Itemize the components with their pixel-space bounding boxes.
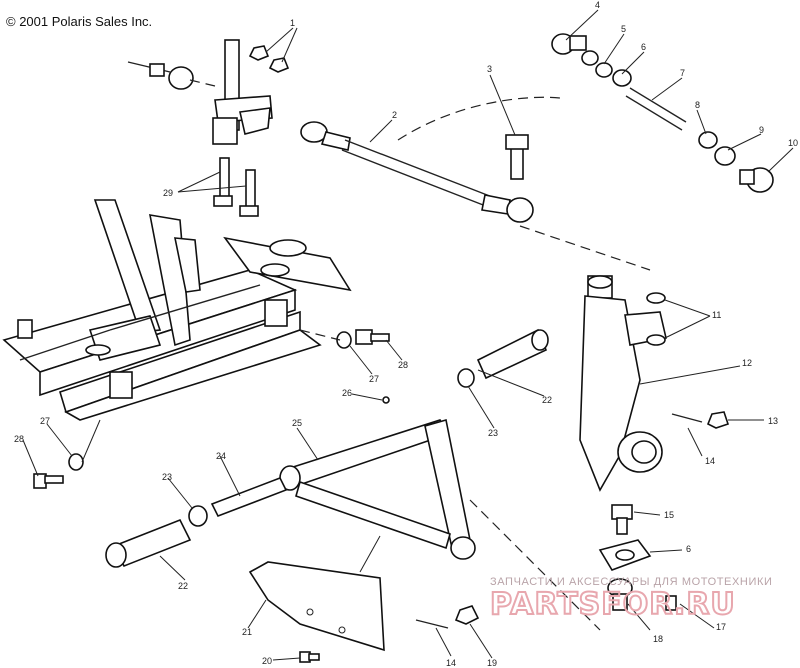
washer — [646, 292, 666, 304]
cotter-pin — [415, 619, 449, 629]
callout-22-lower: 22 — [178, 581, 188, 591]
nut — [268, 57, 290, 73]
vehicle-frame — [2, 199, 352, 421]
callout-19: 19 — [487, 658, 497, 668]
callout-20: 20 — [262, 656, 272, 666]
bolt-3 — [505, 134, 529, 180]
callout-labels: 1 2 3 4 5 6 7 8 9 10 11 12 13 14 15 6 17… — [14, 0, 798, 668]
bolt-28 — [33, 473, 64, 489]
tie-rod — [300, 121, 534, 223]
callout-22-upper: 22 — [542, 395, 552, 405]
callout-27: 27 — [369, 374, 379, 384]
washer-23 — [188, 505, 208, 527]
callout-8: 8 — [695, 100, 700, 110]
callout-13: 13 — [768, 416, 778, 426]
callout-27-left: 27 — [40, 416, 50, 426]
callout-6: 6 — [641, 42, 646, 52]
steering-knuckle — [579, 275, 667, 492]
callout-14-lower: 14 — [446, 658, 456, 668]
callout-21: 21 — [242, 627, 252, 637]
screw-20 — [299, 651, 320, 663]
nut — [248, 45, 270, 61]
bushing-upper — [476, 328, 549, 380]
bracket-hole — [615, 549, 635, 561]
callout-1: 1 — [290, 18, 295, 28]
washer-27 — [68, 453, 84, 471]
washer-27 — [336, 331, 352, 349]
bolts-29 — [213, 157, 259, 217]
callout-28-left: 28 — [14, 434, 24, 444]
copyright-text: © 2001 Polaris Sales Inc. — [6, 14, 152, 29]
callout-14: 14 — [705, 456, 715, 466]
steering-post — [212, 39, 273, 145]
bolt-28 — [355, 329, 390, 345]
bushing-lower — [105, 518, 192, 568]
callout-29: 29 — [163, 188, 173, 198]
callout-12: 12 — [742, 358, 752, 368]
watermark-caption: ЗАПЧАСТИ И АКСЕССУАРЫ ДЛЯ МОТОТЕХНИКИ — [490, 576, 772, 588]
callout-26: 26 — [342, 388, 352, 398]
a-arm — [279, 418, 476, 560]
a-arm-guard — [248, 561, 385, 652]
callout-18: 18 — [653, 634, 663, 644]
ball-joint — [607, 578, 633, 611]
callout-28: 28 — [398, 360, 408, 370]
watermark-brand: PARTSFOR.RU — [490, 587, 736, 622]
nut-19 — [454, 605, 480, 625]
callout-3: 3 — [487, 64, 492, 74]
callout-5: 5 — [621, 24, 626, 34]
washer — [646, 334, 666, 346]
washer-23 — [457, 368, 475, 388]
bolt-17 — [665, 595, 677, 611]
callout-24: 24 — [216, 451, 226, 461]
callout-25: 25 — [292, 418, 302, 428]
grease-fitting — [382, 396, 390, 404]
shaft — [210, 476, 288, 518]
callout-9: 9 — [759, 125, 764, 135]
callout-15: 15 — [664, 510, 674, 520]
dash-arc — [397, 96, 561, 141]
callout-23-lower: 23 — [162, 472, 172, 482]
callout-7: 7 — [680, 68, 685, 78]
callout-4: 4 — [595, 0, 600, 10]
cotter-pin — [671, 413, 703, 423]
callout-23-upper: 23 — [488, 428, 498, 438]
tie-rod-kit — [551, 33, 774, 193]
callout-11: 11 — [712, 310, 721, 320]
callout-17: 17 — [716, 622, 726, 632]
tie-rod-end-left — [127, 61, 194, 90]
bolt-15 — [611, 504, 633, 535]
dash-line — [189, 79, 216, 87]
callout-2: 2 — [392, 110, 397, 120]
callout-10: 10 — [788, 138, 798, 148]
leader-lines — [22, 9, 794, 661]
nut-13 — [706, 411, 730, 429]
callout-6-lower: 6 — [686, 544, 691, 554]
